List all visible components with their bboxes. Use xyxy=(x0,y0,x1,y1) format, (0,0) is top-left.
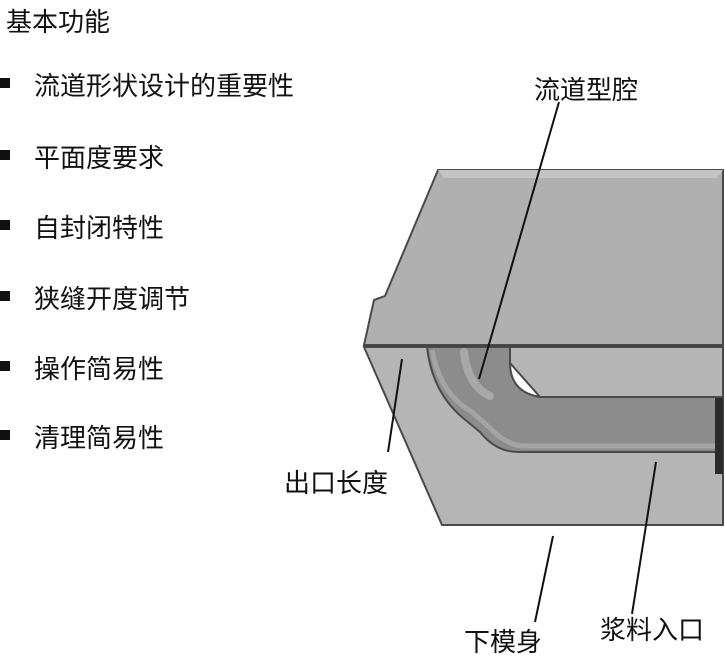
lower-die-body-leader xyxy=(534,535,554,623)
outlet-length-leader xyxy=(387,358,403,453)
square-bullet-icon xyxy=(0,78,10,88)
feature-label: 清理简易性 xyxy=(34,424,165,454)
runner-cavity-leader xyxy=(478,101,560,380)
outlet-length-label: 出口长度 xyxy=(284,469,389,499)
square-bullet-icon xyxy=(0,150,10,160)
feature-label: 流道形状设计的重要性 xyxy=(34,72,295,102)
square-bullet-icon xyxy=(0,220,10,230)
runner-cavity-label: 流道型腔 xyxy=(534,76,639,106)
square-bullet-icon xyxy=(0,291,10,301)
callout-leaders xyxy=(387,101,657,623)
square-bullet-icon xyxy=(0,361,10,371)
slurry-inlet-label: 浆料入口 xyxy=(600,616,705,646)
square-bullet-icon xyxy=(0,430,10,440)
feature-label: 自封闭特性 xyxy=(34,214,165,244)
slurry-inlet-leader xyxy=(631,461,657,615)
feature-label: 狭缝开度调节 xyxy=(34,285,191,315)
runner-cavity xyxy=(425,346,724,453)
section-heading: 基本功能 xyxy=(6,8,111,38)
feature-label: 平面度要求 xyxy=(34,144,165,174)
upper-die-body xyxy=(362,169,724,346)
slurry-inlet-port xyxy=(715,398,723,474)
lower-die-body-label: 下模身 xyxy=(464,628,543,658)
feature-label: 操作简易性 xyxy=(34,355,165,385)
